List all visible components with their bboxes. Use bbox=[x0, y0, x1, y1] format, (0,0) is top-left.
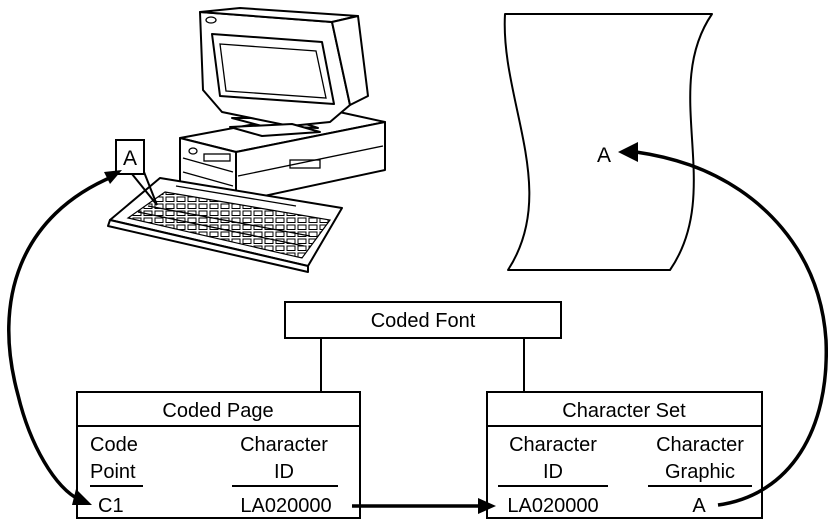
character-graphic-value: A bbox=[692, 495, 706, 517]
column-header-line1: Character bbox=[509, 434, 597, 456]
arrow-key-to-code-point bbox=[7, 170, 122, 505]
key-label: A bbox=[123, 147, 137, 170]
column-header-line1: Character bbox=[656, 434, 744, 456]
arrow-graphic-to-page bbox=[618, 142, 828, 507]
character-id-value: LA020000 bbox=[240, 495, 331, 517]
column-header-line1: Code bbox=[90, 434, 138, 456]
printed-character: A bbox=[597, 144, 611, 167]
keyboard-icon bbox=[107, 177, 343, 273]
coded-page-title: Coded Page bbox=[162, 400, 273, 422]
character-set-table: Character Set Character ID LA020000 Char… bbox=[486, 391, 763, 519]
column-header-line2: Point bbox=[90, 461, 136, 483]
desktop-computer-icon bbox=[107, 7, 386, 273]
code-point-value: C1 bbox=[98, 495, 124, 517]
column-header-line2: ID bbox=[274, 461, 294, 483]
column-header-line2: ID bbox=[543, 461, 563, 483]
coded-page-table: Coded Page Code Point C1 Character ID LA… bbox=[76, 391, 361, 519]
column-header-line2: Graphic bbox=[665, 461, 735, 483]
coded-font-box: Coded Font bbox=[284, 301, 562, 339]
character-id-value: LA020000 bbox=[507, 495, 598, 517]
printed-page-icon: A bbox=[503, 13, 713, 271]
keyboard-key-callout: A bbox=[115, 139, 158, 206]
arrow-id-to-id bbox=[352, 498, 496, 514]
character-set-title: Character Set bbox=[562, 400, 686, 422]
monitor bbox=[199, 7, 369, 137]
column-header-line1: Character bbox=[240, 434, 328, 456]
coded-font-title: Coded Font bbox=[371, 310, 476, 332]
